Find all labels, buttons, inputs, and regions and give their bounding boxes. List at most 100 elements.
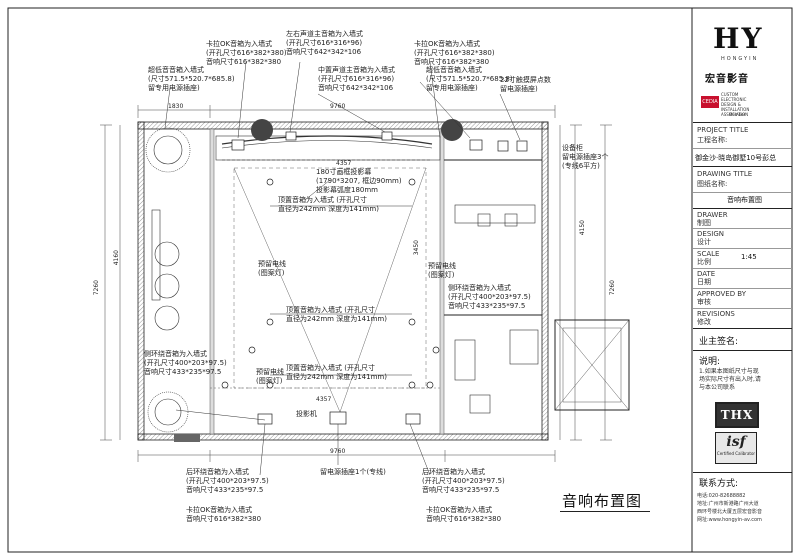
callout-wire-right: 预留电线 (图案灯) — [428, 262, 456, 280]
callout-line: 后环绕音箱为入墙式 — [422, 468, 485, 476]
drawing-title-underline — [560, 511, 650, 512]
callout-line: 音响尺寸433*235*97.5 — [422, 486, 500, 494]
approved-label: APPROVED BY — [697, 290, 747, 298]
tb-line — [693, 208, 792, 209]
revisions-label: REVISIONS — [697, 310, 735, 318]
tb-line — [693, 248, 792, 249]
callout-line: 卡拉OK音箱为入墙式 — [426, 506, 493, 514]
callout-line: 侧环绕音箱为入墙式 — [448, 284, 511, 292]
callout-line: 留电源插座) — [500, 85, 538, 93]
callout-line: 直径为242mm 深度为141mm) — [286, 373, 387, 381]
callout-line: 直径为242mm 深度为141mm) — [286, 315, 387, 323]
callout-line: 音响尺寸433*235*97.5 — [186, 486, 264, 494]
cedia-line: ELECTRONIC — [721, 97, 747, 102]
cedia-line: INSTALLATION — [721, 107, 750, 112]
callout-line: (尺寸571.5*520.7*685.8) — [426, 75, 513, 83]
callout-line: 顶置音箱为入墙式 (开孔尺寸 — [286, 306, 375, 314]
callout-screen: 180寸画框投影幕 (1790*3207, 框边90mm) 投影幕弧度180mm — [316, 168, 402, 195]
scale-label: SCALE — [697, 250, 720, 258]
callout-line: 投影机 — [296, 410, 317, 418]
dimension-lines — [100, 105, 612, 462]
project-title-label: PROJECT TITLE — [697, 126, 749, 134]
callout-rear-surround-left: 后环绕音箱为入墙式 (开孔尺寸400*203*97.5) 音响尺寸433*235… — [186, 468, 269, 495]
callout-line: 直径为242mm 深度为141mm) — [278, 205, 379, 213]
scale-value: 1:45 — [741, 253, 757, 261]
callout-karaoke-left: 卡拉OK音箱为入墙式 (开孔尺寸616*382*380) 音响尺寸616*382… — [206, 40, 287, 67]
dim-right-a: 4150 — [579, 220, 586, 236]
tb-line — [693, 192, 792, 193]
callout-line: (开孔尺寸400*203*97.5) — [448, 293, 531, 301]
callout-line: (开孔尺寸616*382*380) — [206, 49, 287, 57]
dim-left-total: 7260 — [93, 280, 100, 296]
tb-line — [693, 148, 792, 149]
sheet-border — [7, 7, 793, 553]
callout-ceiling-mid: 顶置音箱为入墙式 (开孔尺寸 直径为242mm 深度为141mm) — [286, 306, 387, 324]
callout-line: 留电源插座3个 — [562, 153, 609, 161]
callout-line: 超低音音箱入墙式 — [148, 66, 204, 74]
isf-sub: Certified Calibrator — [716, 451, 756, 456]
callout-line: 左右声道主音箱为入墙式 — [286, 30, 363, 38]
project-value: 御金沙·晓岛御墅10号彭总 — [695, 154, 777, 162]
date-label: DATE — [697, 270, 716, 278]
callout-touchscreen: 22寸触摸屏点数 留电源插座) — [500, 76, 551, 94]
room-guides — [210, 167, 440, 413]
callout-subwoofer-left: 超低音音箱入墙式 (尺寸571.5*520.7*685.8) 留专用电源插座) — [148, 66, 235, 93]
contact-line: 网址:www.hongyin-av.com — [697, 517, 762, 523]
callout-line: 音响尺寸616*382*380 — [206, 58, 282, 66]
isf-text: isf — [726, 434, 746, 450]
callout-line: 预留电线 — [256, 368, 284, 376]
left-furniture — [145, 127, 191, 433]
dim-top: 9760 — [330, 103, 346, 110]
callout-projector: 投影机 — [296, 410, 317, 419]
callout-karaoke-right: 卡拉OK音箱为入墙式 (开孔尺寸616*382*380) 音响尺寸616*382… — [414, 40, 495, 67]
cedia-line: DESIGN & — [721, 102, 741, 107]
note-line: 场实际尺寸有出入时,请 — [699, 376, 761, 383]
callout-line: 卡拉OK音箱为入墙式 — [186, 506, 253, 514]
note-line: 1.如果本图纸尺寸与现 — [699, 368, 759, 375]
tb-line — [693, 308, 792, 309]
callout-line: (尺寸571.5*520.7*685.8) — [148, 75, 235, 83]
callout-line: (专线6平方) — [562, 162, 600, 170]
drawer-label: DRAWER — [697, 211, 728, 219]
speaker-markers — [231, 119, 528, 425]
design-label: DESIGN — [697, 230, 724, 238]
dim-mid: 3450 — [413, 240, 420, 256]
contact-title: 联系方式: — [699, 479, 739, 489]
callout-line: (图案灯) — [258, 269, 285, 277]
callout-power-outlet: 留电源插座1个(专线) — [320, 468, 386, 477]
callout-line: (开孔尺寸616*316*96) — [318, 75, 395, 83]
tb-line — [693, 166, 792, 167]
logo-sub: HONGYIN — [721, 56, 759, 62]
dim-inner-top: 4357 — [336, 160, 352, 167]
callout-line: (开孔尺寸616*316*96) — [286, 39, 363, 47]
drawer-cn: 制图 — [697, 219, 711, 227]
callout-line: 设备柜 — [562, 144, 583, 152]
drawing-value: 音响布置图 — [727, 196, 762, 204]
tb-line — [693, 472, 792, 473]
dim-bottom-inner: 4357 — [316, 396, 332, 403]
isf-badge: isf Certified Calibrator — [715, 432, 757, 464]
callout-line: 音响尺寸433*235*97.5 — [448, 302, 526, 310]
drawing-title-cn: 图纸名称: — [697, 180, 728, 188]
note-line: 与本公司联系 — [699, 384, 736, 391]
callout-line: 侧环绕音箱为入墙式 — [144, 350, 207, 358]
callout-line: 音响尺寸642*342*106 — [286, 48, 362, 56]
tb-line — [693, 350, 792, 351]
callout-equipment-rack: 设备柜 留电源插座3个 (专线6平方) — [562, 144, 608, 171]
callout-side-surround-right: 侧环绕音箱为入墙式 (开孔尺寸400*203*97.5) 音响尺寸433*235… — [448, 284, 531, 311]
callout-line: (1790*3207, 框边90mm) — [316, 177, 402, 185]
callout-line: 音响尺寸616*382*380 — [414, 58, 490, 66]
callout-line: 顶置音箱为入墙式 (开孔尺寸 — [286, 364, 375, 372]
callout-ceiling-front: 顶置音箱为入墙式 (开孔尺寸 直径为242mm 深度为141mm) — [278, 196, 379, 214]
drawing-title-label: DRAWING TITLE — [697, 170, 753, 178]
notes-title: 说明: — [699, 357, 721, 367]
contact-line: 西环号楼北大厦五层宏音影音 — [697, 509, 763, 515]
contact-info: 电话:020-82688882 地址:广州市新港路广州大道 西环号楼北大厦五层宏… — [697, 492, 762, 524]
approved-cn: 审核 — [697, 298, 711, 306]
company-name: 宏音影音 — [705, 74, 749, 85]
dim-bottom: 9760 — [330, 448, 346, 455]
cedia-logo: CEDIA CUSTOM ELECTRONIC DESIGN & INSTALL… — [701, 92, 787, 118]
callout-line: (开孔尺寸400*203*97.5) — [186, 477, 269, 485]
callout-subwoofer-right: 超低音音箱入墙式 (尺寸571.5*520.7*685.8) 留专用电源插座) — [426, 66, 513, 93]
